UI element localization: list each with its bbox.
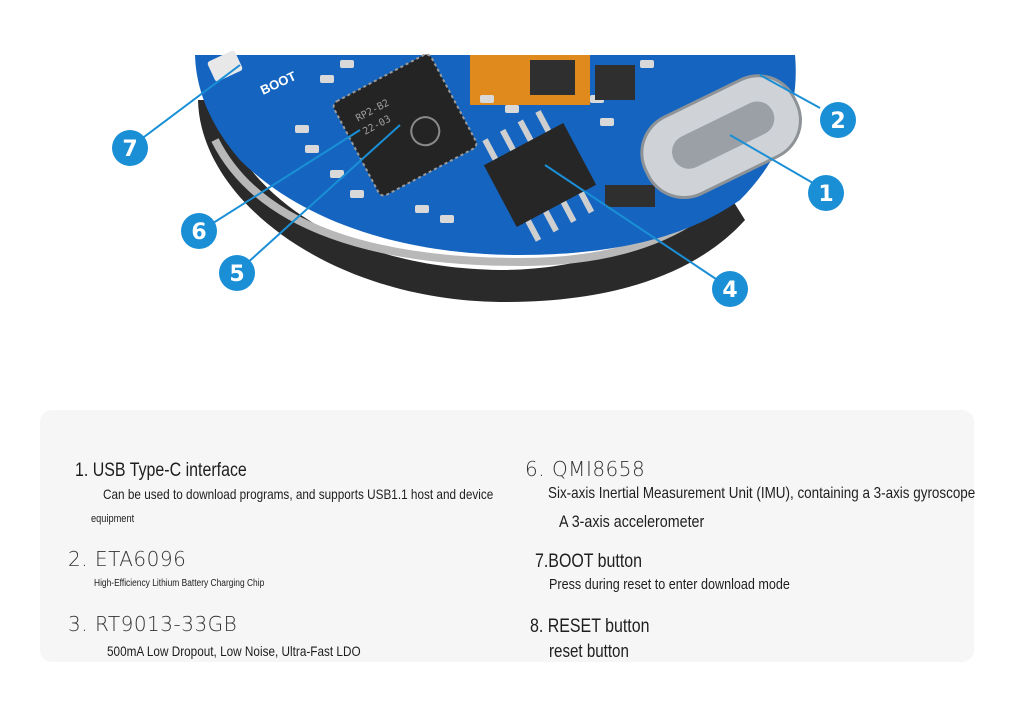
item-eta6096-desc: High-Efficiency Lithium Battery Charging… — [94, 578, 265, 589]
battery-case — [198, 100, 745, 303]
item-boot-button-desc: Press during reset to enter download mod… — [549, 576, 790, 593]
board-figure: BOOT RP2-B2 22-03 — [112, 50, 856, 307]
callout-badge-5: 5 — [219, 255, 255, 291]
callout-number: 6 — [191, 220, 206, 245]
item-reset-button-desc: reset button — [549, 641, 629, 661]
smd-components — [295, 60, 654, 223]
callout-number: 5 — [229, 262, 244, 287]
item-rt9013-title: 3. RT9013-33GB — [68, 612, 238, 636]
item-rt9013-desc: 500mA Low Dropout, Low Noise, Ultra-Fast… — [107, 643, 361, 659]
item-usb-type-c-title: 1. USB Type-C interface — [75, 460, 247, 481]
diode — [605, 185, 655, 207]
callout-badge-2: 2 — [820, 102, 856, 138]
boot-button — [207, 50, 243, 82]
item-reset-button-title: 8. RESET button — [530, 616, 650, 637]
callout-number: 1 — [818, 182, 833, 207]
item-usb-type-c-desc: Can be used to download programs, and su… — [103, 486, 494, 502]
callout-badge-7: 7 — [112, 130, 148, 166]
usb-c-connector — [640, 74, 802, 200]
sensor-chip — [530, 60, 575, 95]
flash-chip — [482, 110, 597, 242]
item-qmi8658-desc-cont: A 3-axis accelerometer — [559, 512, 705, 531]
item-qmi8658-title: 6. QMI8658 — [525, 457, 646, 481]
item-qmi8658-desc: Six-axis Inertial Measurement Unit (IMU)… — [548, 485, 976, 502]
callout-lines — [139, 64, 826, 286]
item-eta6096-title: 2. ETA6096 — [68, 547, 187, 571]
raspberry-logo — [410, 116, 441, 147]
callout-badge-4: 4 — [712, 271, 748, 307]
callout-number: 7 — [122, 137, 137, 162]
callout-number: 4 — [722, 278, 737, 303]
callout-badge-1: 1 — [808, 175, 844, 211]
item-usb-type-c-desc-cont: equipment — [91, 513, 135, 525]
rp2040-chip: RP2-B2 22-03 — [332, 53, 478, 197]
battery-silver-edge — [211, 138, 708, 267]
callout-number: 2 — [830, 109, 845, 134]
callout-badge-6: 6 — [181, 213, 217, 249]
component-info-card — [40, 410, 974, 662]
item-boot-button-title: 7.BOOT button — [535, 551, 643, 572]
ldo-chip — [595, 65, 635, 100]
